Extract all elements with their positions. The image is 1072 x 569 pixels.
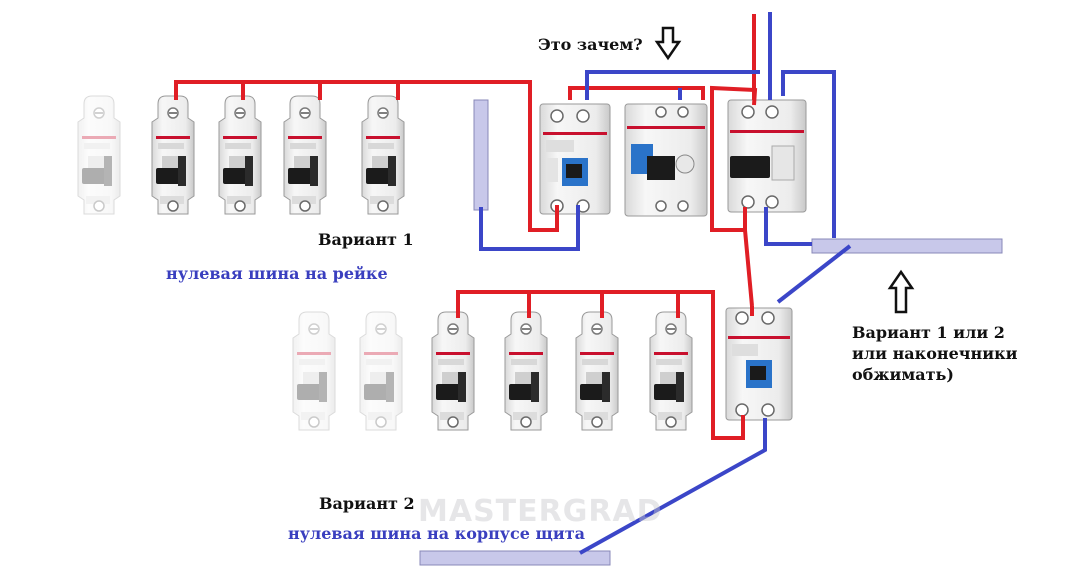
breaker-row1-3 [283,95,327,215]
question-label: Это зачем? [538,35,643,54]
breaker-faded-row1 [77,95,121,215]
breaker-faded-row2-1 [292,311,336,431]
up-arrow-icon [887,269,915,314]
neutral-to-bus [781,70,836,238]
note-line-2: или наконечники [852,344,1018,363]
neutral-wires [479,12,852,555]
variant1-bus-label: нулевая шина на рейке [166,264,388,283]
neutral-rcd-out [764,207,812,246]
phase-wires [174,14,758,440]
phase-bus-row1 [174,80,559,232]
neutral-row1-rcd-out [479,205,580,251]
variant-note: Вариант 1 или 2 или наконечники обжимать… [852,322,1018,385]
breaker-row2-3 [575,311,619,431]
breaker-row1-4 [361,95,405,215]
note-line-3: обжимать) [852,365,954,384]
variant2-label: Вариант 2 [319,494,415,513]
breaker-row1-2 [218,95,262,215]
breaker-faded-row2-2 [359,311,403,431]
note-line-1: Вариант 1 или 2 [852,323,1005,342]
variant2-bus-label: нулевая шина на корпусе щита [288,524,585,543]
rcd-row1 [539,103,611,215]
neutral-bus-to-row2 [776,244,852,304]
rcd-input-row1 [727,99,807,213]
difavtomat-row1 [624,103,708,217]
variant1-label: Вариант 1 [318,230,414,249]
neutral-rcd-in [585,70,760,100]
breaker-row1-1 [151,95,195,215]
watermark: MASTERGRAD [418,494,663,529]
breaker-row2-4 [649,311,693,431]
breaker-row2-1 [431,311,475,431]
down-arrow-icon [654,26,682,61]
phase-to-difavtomat [710,85,758,232]
breaker-row2-2 [504,311,548,431]
phase-to-row2 [743,229,754,307]
neutral-bus-vertical [473,99,489,211]
neutral-bus-row2 [419,550,611,566]
phase-rcd-in [568,86,705,100]
neutral-row2-to-bus [579,418,767,555]
rcd-row2 [725,307,793,421]
phase-bus-row2 [456,290,745,440]
